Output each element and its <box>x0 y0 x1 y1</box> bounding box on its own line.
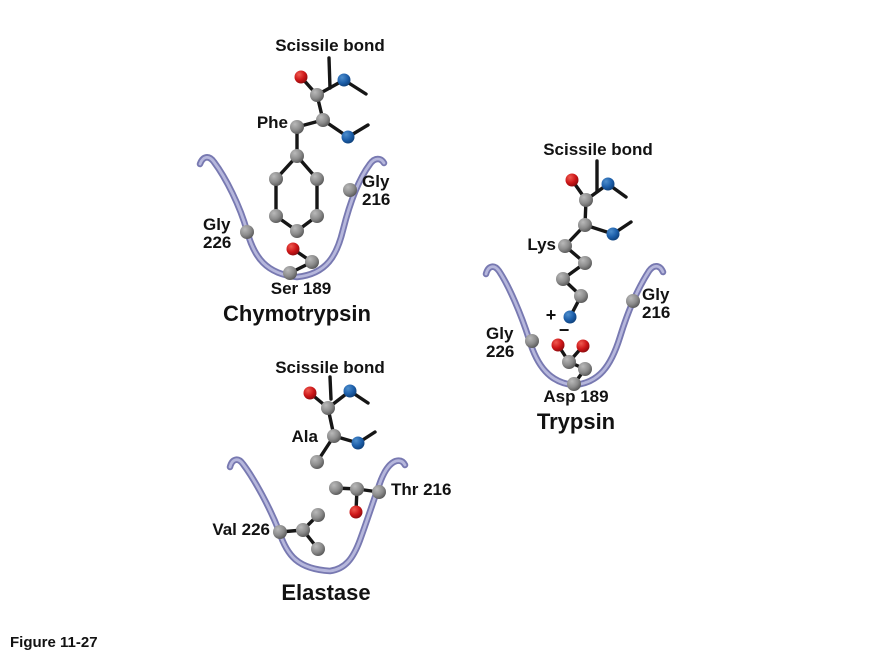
chymotrypsin-side-chain-label: Phe <box>256 113 288 132</box>
carbon-atom <box>290 149 304 163</box>
carbon-atom <box>626 294 640 308</box>
trypsin-positive-charge: + <box>545 305 557 325</box>
oxygen-atom <box>303 386 317 400</box>
chymotrypsin-atoms <box>240 70 357 280</box>
carbon-atom <box>273 525 287 539</box>
oxygen-atom <box>576 339 590 353</box>
scissile-bond-pointer <box>328 375 333 401</box>
carbon-atom <box>310 88 324 102</box>
trypsin-pocket-bottom-label: Asp 189 <box>543 387 609 406</box>
elastase-side-chain-label: Ala <box>291 427 318 446</box>
carbon-atom <box>567 377 581 391</box>
carbon-atom <box>329 481 343 495</box>
trypsin-right-wall-label: Gly 216 <box>642 285 671 322</box>
carbon-atom <box>240 225 254 239</box>
phenyl-ring <box>274 154 319 233</box>
oxygen-atom <box>551 338 565 352</box>
chymotrypsin-pocket <box>196 154 388 281</box>
carbon-atom <box>305 255 319 269</box>
trypsin-atoms <box>525 173 640 391</box>
nitrogen-atom <box>343 384 357 398</box>
carbon-atom <box>310 209 324 223</box>
chymotrypsin-name: Chymotrypsin <box>223 301 371 326</box>
nitrogen-atom <box>601 177 615 191</box>
nitrogen-atom <box>606 227 620 241</box>
figure-caption: Figure 11-27 <box>10 634 98 651</box>
carbon-atom <box>316 113 330 127</box>
trypsin-scissile-bond-label: Scissile bond <box>543 140 653 159</box>
carbon-atom <box>327 429 341 443</box>
nitrogen-atom <box>341 130 355 144</box>
chymotrypsin-left-wall-label: Gly 226 <box>203 215 232 252</box>
chymotrypsin-scissile-bond-label: Scissile bond <box>275 36 385 55</box>
carbon-atom <box>343 183 357 197</box>
carbon-atom <box>269 209 283 223</box>
carbon-atom <box>296 523 310 537</box>
carbon-atom <box>321 401 335 415</box>
carbon-atom <box>562 355 576 369</box>
oxygen-atom <box>565 173 579 187</box>
carbon-atom <box>578 218 592 232</box>
elastase-panel <box>226 375 409 575</box>
carbon-atom <box>311 542 325 556</box>
carbon-atom <box>574 289 588 303</box>
carbon-atom <box>558 239 572 253</box>
chymotrypsin-right-wall-label: Gly 216 <box>362 172 391 209</box>
scissile-bond-pointer <box>327 56 332 90</box>
carbon-atom <box>556 272 570 286</box>
carbon-atom <box>578 362 592 376</box>
trypsin-bonds <box>556 159 633 386</box>
trypsin-panel <box>482 159 667 391</box>
elastase-atoms <box>273 384 386 556</box>
elastase-scissile-bond-label: Scissile bond <box>275 358 385 377</box>
carbon-atom <box>350 482 364 496</box>
carbon-atom <box>578 256 592 270</box>
nitrogen-atom <box>337 73 351 87</box>
carbon-atom <box>579 193 593 207</box>
carbon-atom <box>372 485 386 499</box>
oxygen-atom <box>349 505 363 519</box>
nitrogen-atom <box>351 436 365 450</box>
elastase-name: Elastase <box>281 580 371 605</box>
trypsin-name: Trypsin <box>536 409 616 434</box>
trypsin-left-wall-label: Gly 226 <box>486 324 515 361</box>
nitrogen-atom <box>563 310 577 324</box>
carbon-atom <box>525 334 539 348</box>
chymotrypsin-panel <box>196 56 388 281</box>
pocket-highlight <box>228 458 407 573</box>
carbon-atom <box>283 266 297 280</box>
trypsin-negative-charge: − <box>558 320 570 340</box>
elastase-right-wall-label: Thr 216 <box>391 480 452 499</box>
carbon-atom <box>290 224 304 238</box>
chymotrypsin-pocket-bottom-label: Ser 189 <box>270 279 332 298</box>
elastase-left-wall-label: Val 226 <box>212 520 270 539</box>
carbon-atom <box>310 455 324 469</box>
oxygen-atom <box>294 70 308 84</box>
carbon-atom <box>269 172 283 186</box>
carbon-atom <box>311 508 325 522</box>
trypsin-side-chain-label: Lys <box>527 235 556 254</box>
pocket-highlight <box>198 155 386 279</box>
carbon-atom <box>310 172 324 186</box>
carbon-atom <box>290 120 304 134</box>
oxygen-atom <box>286 242 300 256</box>
elastase-pocket <box>226 456 409 575</box>
